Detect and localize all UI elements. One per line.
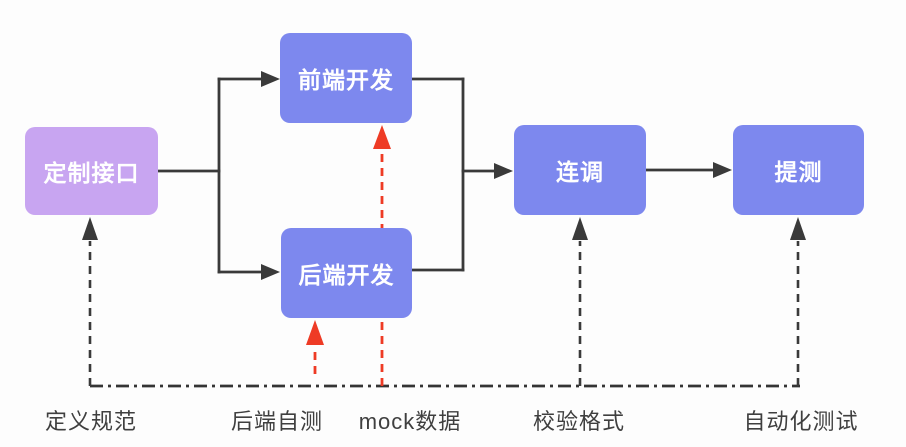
annotation-mock-data: mock数据 [358, 409, 462, 434]
arrowhead-into-submit-icon [713, 162, 732, 178]
arrowhead-backend-self-test-icon [306, 320, 324, 345]
node-custom-interface-label: 定制接口 [43, 160, 140, 186]
arrowhead-mock-data-icon [373, 125, 391, 149]
node-joint-debugging-label: 连调 [556, 159, 604, 185]
annotation-format-check: 校验格式 [532, 409, 626, 434]
node-submit-for-test: 提测 [733, 125, 864, 215]
annotation-automated-test: 自动化测试 [743, 409, 859, 434]
node-joint-debugging: 连调 [514, 125, 646, 215]
node-backend-dev: 后端开发 [281, 228, 412, 318]
arrowhead-into-joint-icon [494, 163, 513, 179]
annotation-define-spec: 定义规范 [44, 409, 138, 434]
node-submit-for-test-label: 提测 [774, 159, 823, 185]
annotation-backend-self-test: 后端自测 [230, 409, 324, 434]
node-frontend-dev: 前端开发 [280, 33, 412, 123]
node-backend-dev-label: 后端开发 [298, 262, 395, 288]
node-frontend-dev-label: 前端开发 [298, 67, 394, 93]
arrowhead-into-backend-icon [261, 264, 280, 280]
arrowhead-into-frontend-icon [261, 71, 280, 87]
arrowhead-automated-test-icon [790, 217, 806, 240]
arrowhead-define-spec-icon [82, 217, 98, 240]
arrowhead-format-check-icon [572, 217, 588, 240]
node-custom-interface: 定制接口 [25, 127, 158, 215]
